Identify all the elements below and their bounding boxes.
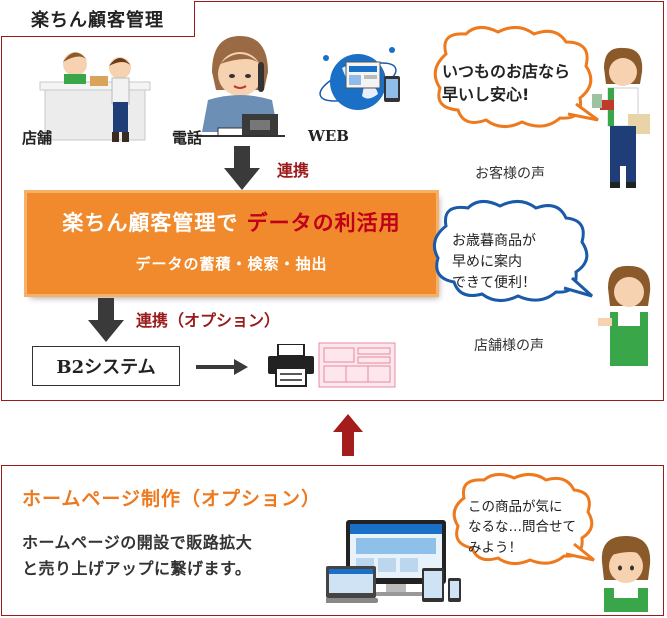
homepage-speech-bubble [452, 473, 595, 565]
store-bubble-line: お歳暮商品が [452, 233, 536, 249]
customer-woman-illustration [592, 47, 650, 188]
main-title-prefix: 楽ちん顧客管理で [62, 210, 239, 235]
arrow-up-icon [333, 414, 363, 456]
main-feature-box: 楽ちん顧客管理で データの利活用 データの蓄積・検索・抽出 [27, 193, 436, 294]
phone-operator-illustration [195, 36, 285, 137]
link-option-label: 連携（オプション） [136, 311, 281, 330]
store-voice-label: 店舗様の声 [474, 338, 544, 354]
web-globe-illustration [319, 47, 400, 110]
main-feature-title: 楽ちん顧客管理で データの利活用 [27, 207, 436, 237]
customer-voice-label: お客様の声 [475, 166, 545, 182]
homepage-body-line: と売り上げアップに繋げます。 [22, 559, 252, 579]
homepage-section-frame [1, 465, 664, 616]
store-bubble-text: お歳暮商品が 早めに案内 できて便利！ [452, 231, 536, 294]
source-phone-label: 電話 [172, 129, 203, 147]
homepage-section-body: ホームページの開設で販路拡大 と売り上げアップに繋げます。 [22, 530, 252, 583]
homepage-body-line: ホームページの開設で販路拡大 [22, 533, 253, 552]
store-bubble-line: できて便利！ [452, 275, 536, 291]
customer-bubble-line: 早いし安心! [442, 85, 530, 105]
homepage-bubble-text: この商品が気に なるな…問合せて みよう！ [468, 497, 576, 558]
arrow-down-icon [224, 146, 260, 190]
main-feature-subtitle: データの蓄積・検索・抽出 [135, 255, 328, 273]
shipping-slip-icon [318, 342, 396, 388]
homepage-bubble-line: この商品が気に [468, 499, 563, 515]
homepage-bubble-line: なるな…問合せて [468, 519, 576, 536]
store-bubble-line: 早めに案内 [452, 254, 522, 270]
browsing-woman-illustration [601, 536, 651, 612]
link-label: 連携 [277, 161, 310, 180]
responsive-devices-illustration [326, 520, 461, 603]
printer-icon [268, 344, 314, 387]
store-clerk-illustration [598, 265, 651, 366]
top-section-frame [1, 1, 664, 401]
source-store-label: 店舗 [22, 129, 53, 147]
main-title-highlight: データの利活用 [246, 210, 401, 235]
customer-bubble-text: いつものお店なら 早いし安心! [442, 60, 570, 106]
b2-system-box: B2システム [32, 346, 180, 386]
homepage-section-title: ホームページ制作（オプション） [22, 488, 322, 510]
arrow-right-icon [196, 359, 248, 375]
arrow-down-icon [88, 298, 124, 342]
customer-speech-bubble [433, 26, 599, 128]
source-web-label: WEB [308, 127, 349, 145]
homepage-bubble-line: みよう！ [468, 539, 522, 556]
store-speech-bubble [432, 200, 594, 302]
customer-bubble-line: いつものお店なら [442, 62, 571, 81]
section-title-tab: 楽ちん顧客管理 [1, 1, 195, 37]
store-counter-illustration [39, 52, 151, 142]
